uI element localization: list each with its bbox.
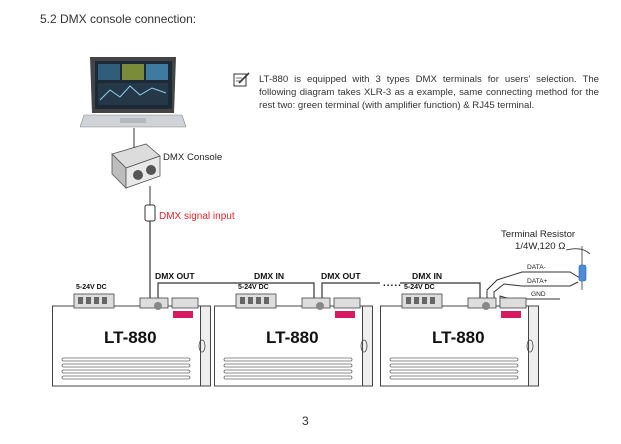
dmx-console-image (111, 143, 161, 189)
page-number: 3 (302, 414, 309, 428)
note-text: LT-880 is equipped with 3 types DMX term… (259, 74, 599, 111)
svg-text:.....: ..... (383, 278, 402, 289)
device-lt880-1: 5-24V DC LT-880 (52, 284, 212, 390)
power-label-1: 5-24V DC (76, 284, 107, 291)
device-lt880-2: 5-24V DC LT-880 (214, 284, 374, 390)
device-lt880-3: 5-24V DC LT-880 (380, 284, 540, 390)
pin-data-plus: DATA+ (527, 278, 548, 285)
dmx-in-label-1: DMX IN (254, 271, 285, 281)
laptop-image (80, 57, 186, 128)
pin-gnd: GND (531, 291, 546, 298)
terminal-resistor-title: Terminal Resistor (501, 229, 576, 240)
terminal-resistor-spec: 1/4W,120 Ω (515, 241, 566, 252)
model-label-3: LT-880 (432, 328, 485, 347)
model-label-2: LT-880 (266, 328, 319, 347)
dmx-out-label-1: DMX OUT (155, 271, 195, 281)
pin-data-minus: DATA- (527, 264, 546, 271)
power-label-2: 5-24V DC (238, 284, 269, 291)
note-pencil-icon (233, 72, 250, 87)
section-title: 5.2 DMX console connection: (40, 12, 197, 26)
model-label-1: LT-880 (104, 328, 157, 347)
power-label-3: 5-24V DC (404, 284, 435, 291)
dmx-out-label-2: DMX OUT (321, 271, 361, 281)
dmx-in-label-2: DMX IN (412, 271, 443, 281)
dmx-console-label: DMX Console (163, 152, 223, 163)
dmx-signal-input-label: DMX signal input (159, 211, 235, 222)
